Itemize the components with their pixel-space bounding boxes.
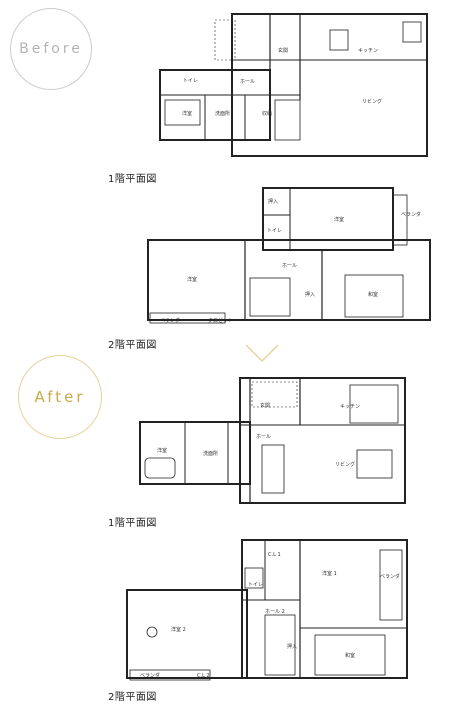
before-f1-shuno: 収納 xyxy=(262,110,272,117)
before-floor1-plan xyxy=(159,13,428,157)
after-badge: After xyxy=(18,355,102,439)
before-f2-toilet: トイレ xyxy=(267,228,282,234)
before-floor2-plan xyxy=(147,187,431,324)
before-badge: Before xyxy=(10,8,92,90)
before-f2-closet: クロゼット xyxy=(208,317,233,324)
after-f1-genkan: 玄関 xyxy=(260,402,270,409)
before-f1-kitchen: キッチン xyxy=(358,48,378,54)
before-f1-genkan: 玄関 xyxy=(278,47,288,54)
after-f2-toilet: トイレ xyxy=(248,582,263,588)
after-f1-senmenjo: 洗面所 xyxy=(203,450,218,457)
after-f2-yoshitsu2: 洋室 2 xyxy=(171,626,186,633)
after-f1-hall: ホール xyxy=(256,434,271,440)
before-f1-hall: ホール xyxy=(240,79,255,85)
after-f1-living: リビング xyxy=(335,461,355,468)
before-f2-yoshitsu-left: 洋室 xyxy=(187,276,197,283)
before-f2-washitsu: 和室 xyxy=(368,291,378,298)
after-f2-oshiire: 押入 xyxy=(287,643,297,650)
before-f2-oshiire: 押入 xyxy=(268,198,278,205)
after-f2-hall2: ホール 2 xyxy=(265,609,285,615)
after-f2-veranda-bottom: ベランダ xyxy=(140,672,160,679)
before-f1-yoshitsu: 洋室 xyxy=(182,110,192,117)
after-f1-kitchen: キッチン xyxy=(340,404,360,410)
before-f1-senmenjo: 洗面所 xyxy=(215,110,230,117)
before-f2-hall: ホール xyxy=(282,263,297,269)
down-chevron-icon xyxy=(245,344,279,363)
before-f2-veranda-right: ベランダ xyxy=(401,211,421,218)
after-floor2-plan xyxy=(126,539,408,681)
after-f2-cl1: C.L 1 xyxy=(268,552,281,558)
after-floor2-caption: 2階平面図 xyxy=(108,692,157,703)
after-f2-cl2: C.L 2 xyxy=(197,673,210,679)
after-f2-washitsu: 和室 xyxy=(345,652,355,659)
before-floor2-caption: 2階平面図 xyxy=(108,340,157,351)
before-f1-living: リビング xyxy=(362,98,382,105)
after-f2-veranda-right: ベランダ xyxy=(380,573,400,580)
after-f1-yoshitsu: 洋室 xyxy=(157,447,167,454)
before-f2-yoshitsu-top: 洋室 xyxy=(334,216,344,223)
after-floor1-caption: 1階平面図 xyxy=(108,518,157,529)
before-f2-veranda-bottom: ベランダ xyxy=(160,317,180,324)
before-f1-toilet: トイレ xyxy=(183,78,198,84)
after-floor1-plan xyxy=(139,377,406,504)
before-floor1-caption: 1階平面図 xyxy=(108,174,157,185)
before-f2-oshiire-mid: 押入 xyxy=(305,291,315,298)
after-f2-yoshitsu1: 洋室 1 xyxy=(322,570,337,577)
